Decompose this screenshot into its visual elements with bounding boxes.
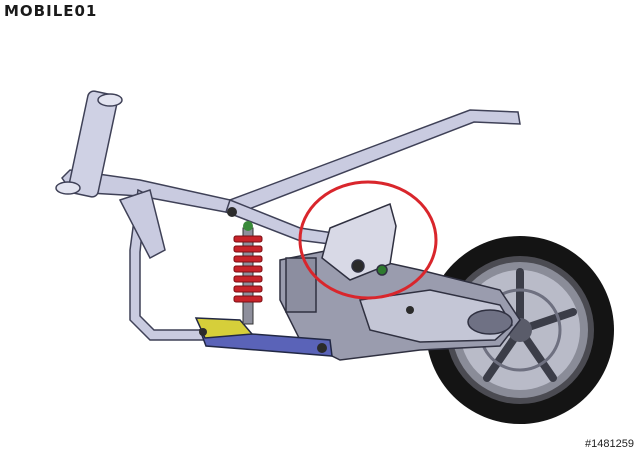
image-id-tag: #1481259 [585, 438, 634, 450]
brand-watermark: MOBILE01 [4, 2, 98, 20]
steering-head [55, 90, 123, 198]
engine-case [279, 249, 521, 361]
swingarm [194, 317, 333, 357]
rear-shock [233, 221, 263, 325]
highlight-circle [298, 180, 438, 300]
pivot-bolts [199, 207, 414, 353]
engine-mount-bracket [321, 202, 397, 281]
mobile01-logo: MOBILE01 [4, 2, 97, 20]
